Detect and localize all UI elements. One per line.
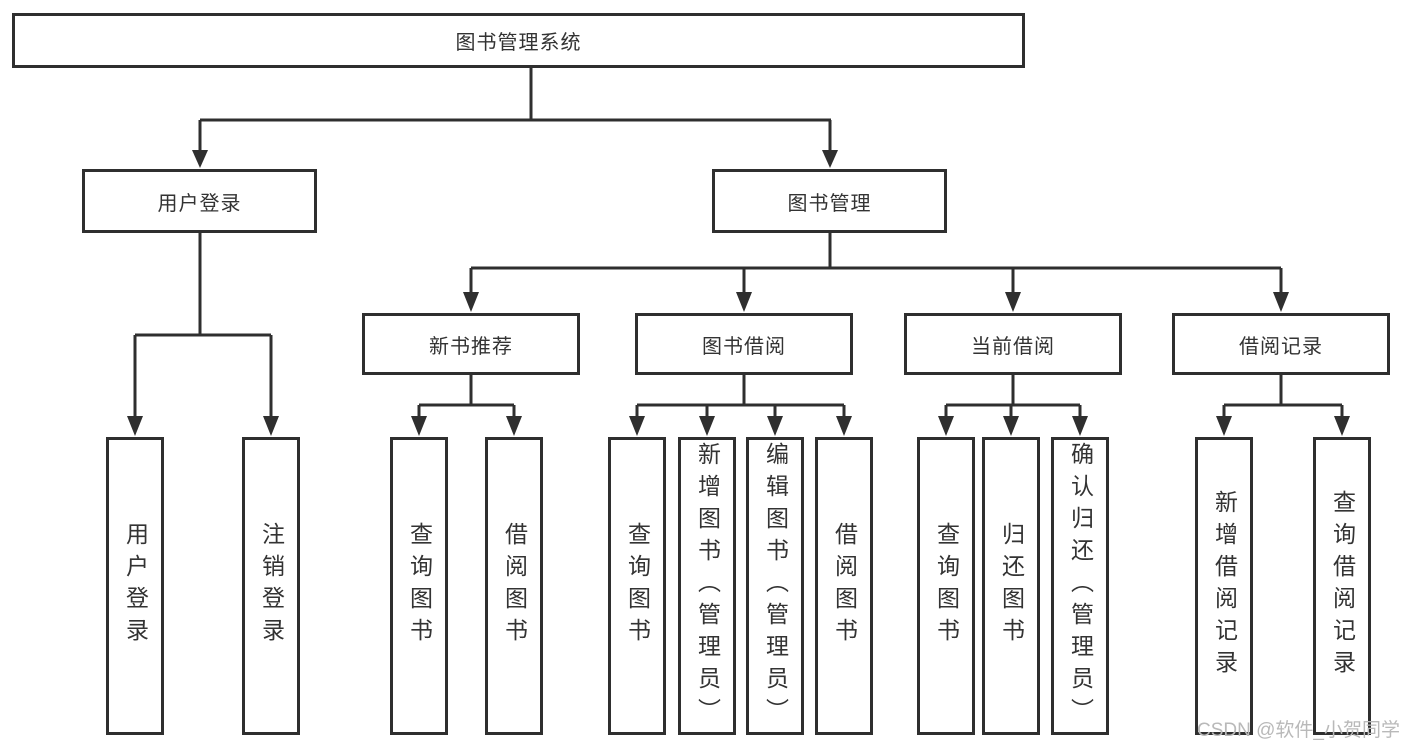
node-root-label: 图书管理系统 bbox=[455, 32, 582, 54]
leaf-confirm-return-admin: 确认归还（管理员） bbox=[1051, 437, 1109, 735]
node-book-management-label: 图书管理 bbox=[787, 192, 872, 215]
leaf-query-borrow-record-label: 查询借阅记录 bbox=[1329, 490, 1356, 682]
leaf-query-borrow-record: 查询借阅记录 bbox=[1313, 437, 1371, 735]
connector-book-borrowing-children bbox=[629, 375, 852, 436]
leaf-add-borrow-record-label: 新增借阅记录 bbox=[1211, 490, 1238, 682]
connector-current-borrowing-children bbox=[938, 375, 1088, 436]
leaf-return-books-label: 归还图书 bbox=[998, 522, 1025, 650]
node-user-login: 用户登录 bbox=[82, 169, 317, 233]
node-book-borrowing: 图书借阅 bbox=[635, 313, 853, 375]
leaf-query-books-recommend-label: 查询图书 bbox=[406, 522, 433, 650]
leaf-user-login-label: 用户登录 bbox=[122, 522, 149, 650]
leaf-query-books-borrowing-label: 查询图书 bbox=[624, 522, 651, 650]
leaf-borrow-books: 借阅图书 bbox=[815, 437, 873, 735]
node-book-borrowing-label: 图书借阅 bbox=[702, 335, 786, 358]
connector-book-management-children bbox=[463, 233, 1289, 312]
connector-new-book-recommendation-children bbox=[411, 375, 522, 436]
leaf-add-books-admin-label: 新增图书（管理员） bbox=[694, 442, 721, 730]
node-borrowing-records: 借阅记录 bbox=[1172, 313, 1390, 375]
node-current-borrowing: 当前借阅 bbox=[904, 313, 1122, 375]
leaf-query-books-borrowing: 查询图书 bbox=[608, 437, 666, 735]
leaf-logout: 注销登录 bbox=[242, 437, 300, 735]
connector-root-to-level2 bbox=[192, 68, 838, 168]
leaf-query-books-recommend: 查询图书 bbox=[390, 437, 448, 735]
leaf-add-books-admin: 新增图书（管理员） bbox=[678, 437, 736, 735]
node-borrowing-records-label: 借阅记录 bbox=[1239, 335, 1323, 358]
node-book-management: 图书管理 bbox=[712, 169, 947, 233]
connector-user-login-children bbox=[127, 233, 279, 436]
leaf-borrow-books-recommend-label: 借阅图书 bbox=[501, 522, 528, 650]
connector-borrowing-records-children bbox=[1216, 375, 1350, 436]
leaf-user-login: 用户登录 bbox=[106, 437, 164, 735]
leaf-add-borrow-record: 新增借阅记录 bbox=[1195, 437, 1253, 735]
leaf-query-books-current-label: 查询图书 bbox=[933, 522, 960, 650]
leaf-confirm-return-admin-label: 确认归还（管理员） bbox=[1067, 442, 1094, 730]
leaf-edit-books-admin-label: 编辑图书（管理员） bbox=[762, 442, 789, 730]
leaf-borrow-books-label: 借阅图书 bbox=[831, 522, 858, 650]
leaf-return-books: 归还图书 bbox=[982, 437, 1040, 735]
leaf-borrow-books-recommend: 借阅图书 bbox=[485, 437, 543, 735]
leaf-logout-label: 注销登录 bbox=[258, 522, 285, 650]
node-user-login-label: 用户登录 bbox=[157, 192, 242, 215]
node-new-book-recommendation-label: 新书推荐 bbox=[429, 335, 513, 358]
leaf-edit-books-admin: 编辑图书（管理员） bbox=[746, 437, 804, 735]
node-new-book-recommendation: 新书推荐 bbox=[362, 313, 580, 375]
node-current-borrowing-label: 当前借阅 bbox=[971, 335, 1055, 358]
csdn-watermark: CSDN @软件_小贺同学 bbox=[1197, 720, 1400, 741]
leaf-query-books-current: 查询图书 bbox=[917, 437, 975, 735]
node-root: 图书管理系统 bbox=[12, 13, 1025, 68]
